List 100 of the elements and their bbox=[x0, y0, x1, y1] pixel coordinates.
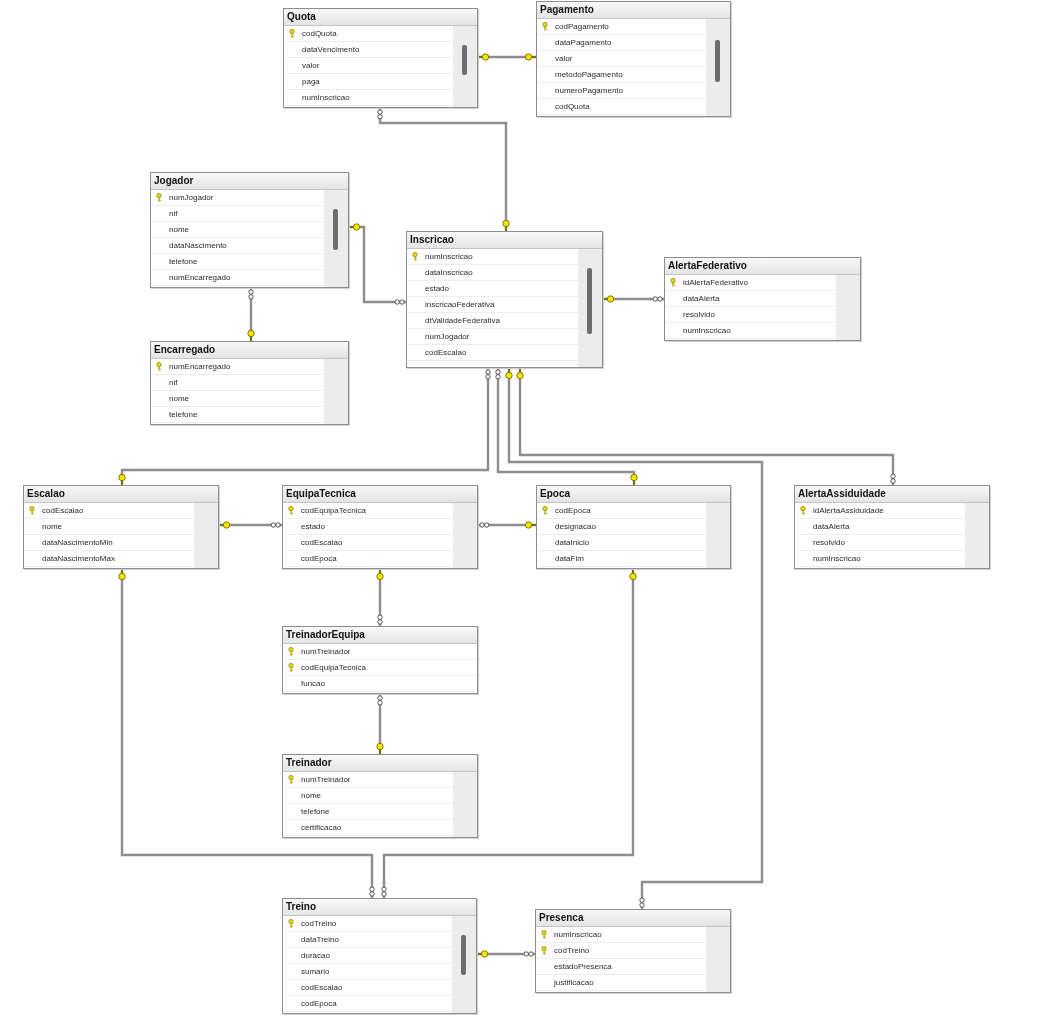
table-box bbox=[150, 341, 349, 425]
column-name: nome bbox=[301, 790, 321, 802]
table-title: Treino bbox=[283, 899, 476, 916]
column-name: telefone bbox=[301, 806, 330, 818]
column-name: numInscricao bbox=[683, 325, 731, 337]
column-name: numTreinador bbox=[301, 646, 351, 658]
column-name: duracao bbox=[301, 950, 330, 962]
relationship-line bbox=[118, 568, 375, 898]
column-name: nif bbox=[169, 208, 178, 220]
column-name: estado bbox=[301, 521, 326, 533]
column-name: codPagamento bbox=[555, 21, 609, 33]
column-name: dataAlerta bbox=[683, 293, 720, 305]
column-name: numeroPagamento bbox=[555, 85, 624, 97]
column-name: estadoPresenca bbox=[554, 961, 612, 973]
relationship-line bbox=[478, 521, 537, 529]
column-name: resolvido bbox=[683, 309, 715, 321]
column-name: idAlertaAssiduidade bbox=[813, 505, 884, 517]
column-name: resolvido bbox=[813, 537, 845, 549]
table-title: Jogador bbox=[151, 173, 348, 190]
column-name: inscricaoFederativa bbox=[425, 299, 495, 311]
table-box bbox=[23, 485, 219, 569]
table-title: Escalao bbox=[24, 486, 218, 503]
column-name: numInscricao bbox=[554, 929, 602, 941]
table-title: Epoca bbox=[537, 486, 730, 503]
table-box bbox=[664, 257, 861, 341]
column-name: codEquipaTecnica bbox=[301, 505, 366, 517]
relationship-line bbox=[602, 295, 664, 303]
table-title: Inscricao bbox=[407, 232, 602, 249]
column-name: justificacao bbox=[554, 977, 594, 989]
column-name: codEscalao bbox=[42, 505, 84, 517]
column-name: dataTreino bbox=[301, 934, 339, 946]
table-title: AlertaAssiduidade bbox=[795, 486, 989, 503]
relationship-line bbox=[377, 108, 510, 232]
column-name: nome bbox=[42, 521, 62, 533]
column-name: numJogador bbox=[169, 192, 214, 204]
column-name: dataInscricao bbox=[425, 267, 473, 279]
relationship-line bbox=[376, 694, 384, 755]
column-name: codEpoca bbox=[555, 505, 591, 517]
relationship-line bbox=[247, 288, 255, 342]
table-box bbox=[283, 8, 478, 108]
table-box bbox=[535, 909, 731, 993]
column-name: certificacao bbox=[301, 822, 342, 834]
table-box bbox=[150, 172, 349, 288]
relationship-line bbox=[505, 367, 764, 909]
column-name: codEpoca bbox=[301, 553, 337, 565]
column-name: codEquipaTecnica bbox=[301, 662, 366, 674]
column-name: dataNascimento bbox=[169, 240, 227, 252]
relationship-line bbox=[477, 53, 537, 61]
column-name: dtValidadeFederativa bbox=[425, 315, 500, 327]
relationship-line bbox=[218, 521, 282, 529]
relationship-line bbox=[516, 367, 896, 485]
column-name: codQuota bbox=[302, 28, 337, 40]
column-name: paga bbox=[302, 76, 320, 88]
relationship-line bbox=[376, 568, 384, 626]
column-name: telefone bbox=[169, 256, 198, 268]
column-name: codEscalao bbox=[425, 347, 467, 359]
table-title: TreinadorEquipa bbox=[283, 627, 477, 644]
column-name: funcao bbox=[301, 678, 326, 690]
column-name: numInscricao bbox=[813, 553, 861, 565]
column-name: designacao bbox=[555, 521, 596, 533]
table-box bbox=[282, 898, 477, 1014]
column-name: nome bbox=[169, 224, 189, 236]
column-name: dataVencimento bbox=[302, 44, 360, 56]
table-box bbox=[536, 1, 731, 117]
column-name: numEncarregado bbox=[169, 272, 231, 284]
column-name: codTreino bbox=[301, 918, 337, 930]
column-name: idAlertaFederativo bbox=[683, 277, 748, 289]
table-box bbox=[406, 231, 603, 368]
table-title: EquipaTecnica bbox=[283, 486, 477, 503]
table-box bbox=[282, 754, 478, 838]
column-name: dataPagamento bbox=[555, 37, 612, 49]
relationship-line bbox=[495, 368, 638, 486]
column-name: nome bbox=[169, 393, 189, 405]
column-name: numInscricao bbox=[425, 251, 473, 263]
column-name: codEscalao bbox=[301, 537, 343, 549]
column-name: sumario bbox=[301, 966, 330, 978]
column-name: codTreino bbox=[554, 945, 590, 957]
column-name: nif bbox=[169, 377, 178, 389]
relationship-line bbox=[118, 368, 491, 486]
table-box bbox=[282, 485, 478, 569]
relationship-line bbox=[476, 950, 535, 958]
table-title: Encarregado bbox=[151, 342, 348, 359]
column-name: metodoPagamento bbox=[555, 69, 623, 81]
column-name: dataNascimentoMin bbox=[42, 537, 113, 549]
table-title: Quota bbox=[284, 9, 477, 26]
table-box bbox=[536, 485, 731, 569]
column-name: valor bbox=[302, 60, 320, 72]
table-box bbox=[794, 485, 990, 569]
relationship-line bbox=[381, 568, 637, 898]
table-box bbox=[282, 626, 478, 694]
column-name: dataAlerta bbox=[813, 521, 850, 533]
column-name: numTreinador bbox=[301, 774, 351, 786]
column-name: telefone bbox=[169, 409, 198, 421]
relationship-line bbox=[348, 223, 406, 305]
column-name: estado bbox=[425, 283, 450, 295]
column-name: dataNascimentoMax bbox=[42, 553, 115, 565]
table-title: Pagamento bbox=[537, 2, 730, 19]
column-name: numJogador bbox=[425, 331, 470, 343]
column-name: dataInicio bbox=[555, 537, 590, 549]
column-name: numInscricao bbox=[302, 92, 350, 104]
